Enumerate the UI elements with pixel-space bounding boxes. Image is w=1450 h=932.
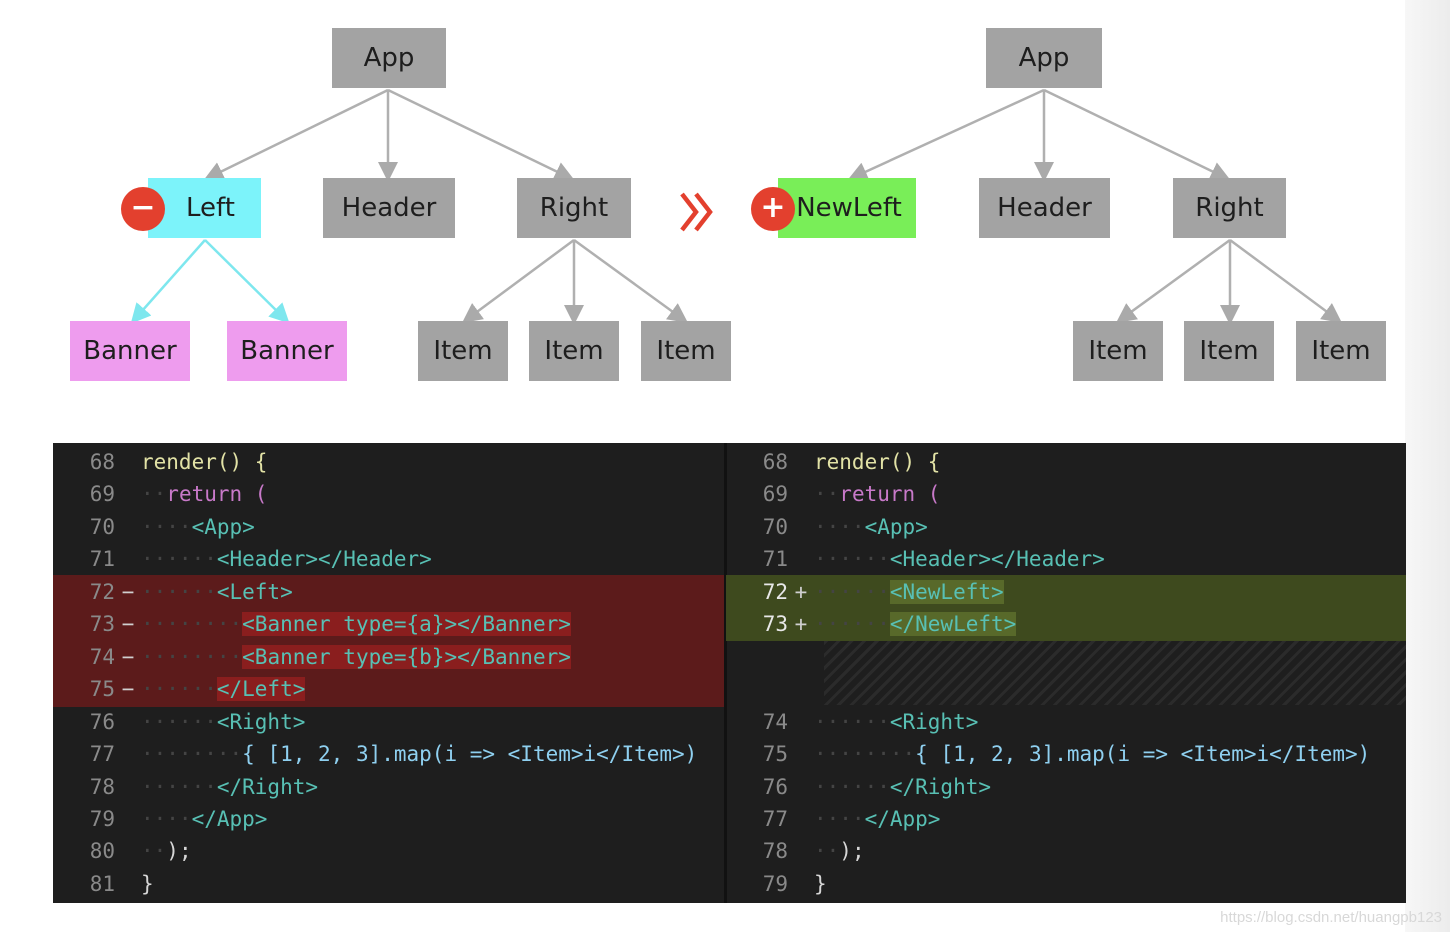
code-line: 74 ······<Right> [762, 710, 979, 734]
code-line: 79 ····</App> [89, 807, 268, 831]
edge-app-newleft [847, 88, 1045, 181]
code-line: 68 render() { [89, 450, 268, 474]
node-item-3-before: Item [641, 321, 731, 381]
remove-badge-icon: − [121, 187, 165, 231]
code-line: 70 ····<App> [89, 515, 255, 539]
code-line-removed: 74−········<Banner type={b}></Banner> [89, 645, 571, 669]
edge-left-banner-1 [130, 239, 206, 324]
node-item-2-after: Item [1184, 321, 1274, 381]
code-diff-panel: 68 render() { 69 ··return ( 70 ····<App>… [53, 443, 1406, 903]
node-item-1-after: Item [1073, 321, 1163, 381]
double-chevron-right-icon [680, 192, 713, 232]
removed-lines-highlight [53, 575, 725, 707]
code-line-removed: 75−······</Left> [89, 677, 306, 701]
edge-app-left [203, 88, 389, 181]
edge-app-right [387, 88, 575, 181]
edge-left-banner-2 [204, 239, 290, 324]
code-line: 77 ········{ [1, 2, 3].map(i => <Item>i<… [89, 742, 698, 766]
code-line: 69 ··return ( [89, 482, 268, 506]
added-lines-highlight [726, 575, 1406, 641]
add-badge-icon: + [751, 187, 795, 231]
code-line: 69 ··return ( [762, 482, 941, 506]
pane-divider [724, 443, 727, 903]
code-line: 76 ······<Right> [89, 710, 306, 734]
node-header-after: Header [979, 178, 1110, 238]
node-item-1-before: Item [418, 321, 508, 381]
diff-pane-before: 68 render() { 69 ··return ( 70 ····<App>… [53, 443, 725, 903]
node-newleft: NewLeft [778, 178, 916, 238]
code-line: 76 ······</Right> [762, 775, 992, 799]
code-line: 68 render() { [762, 450, 941, 474]
virtual-dom-diagram: App Left Header Right Banner Banner Item… [0, 0, 1405, 440]
code-line: 79 } [762, 872, 827, 896]
edge-app-right-after [1043, 88, 1231, 181]
edge-right-item-3 [573, 238, 689, 323]
code-line: 81 } [89, 872, 154, 896]
node-item-3-after: Item [1296, 321, 1386, 381]
code-line: 75 ········{ [1, 2, 3].map(i => <Item>i<… [762, 742, 1371, 766]
code-line: 78 ······</Right> [89, 775, 319, 799]
node-right-after: Right [1173, 178, 1286, 238]
node-header-before: Header [323, 178, 455, 238]
code-line: 80 ··); [89, 839, 192, 863]
node-app-after: App [986, 28, 1102, 88]
code-line-added: 72+······<NewLeft> [762, 580, 1004, 604]
edge-right-item-1 [461, 238, 575, 323]
node-left: Left [148, 178, 261, 238]
code-line: 78 ··); [762, 839, 865, 863]
code-line: 70 ····<App> [762, 515, 928, 539]
node-banner-1: Banner [70, 321, 190, 381]
diff-spacer-hatch [824, 641, 1406, 705]
node-app-before: App [332, 28, 446, 88]
page-side-shade [1405, 0, 1450, 932]
code-line-removed: 73−········<Banner type={a}></Banner> [89, 612, 571, 636]
code-line-added: 73+······</NewLeft> [762, 612, 1017, 636]
diff-pane-after: 68 render() { 69 ··return ( 70 ····<App>… [726, 443, 1406, 903]
code-line: 77 ····</App> [762, 807, 941, 831]
code-line-removed: 72−······<Left> [89, 580, 293, 604]
node-right-before: Right [517, 178, 631, 238]
node-item-2-before: Item [529, 321, 619, 381]
code-line: 71 ······<Header></Header> [762, 547, 1105, 571]
watermark: https://blog.csdn.net/huangpb123 [1220, 909, 1442, 926]
tree-edges [130, 88, 1343, 325]
edge-right-item-1-after [1115, 238, 1231, 323]
node-banner-2: Banner [227, 321, 347, 381]
edge-right-item-3-after [1229, 238, 1343, 323]
code-line: 71 ······<Header></Header> [89, 547, 432, 571]
